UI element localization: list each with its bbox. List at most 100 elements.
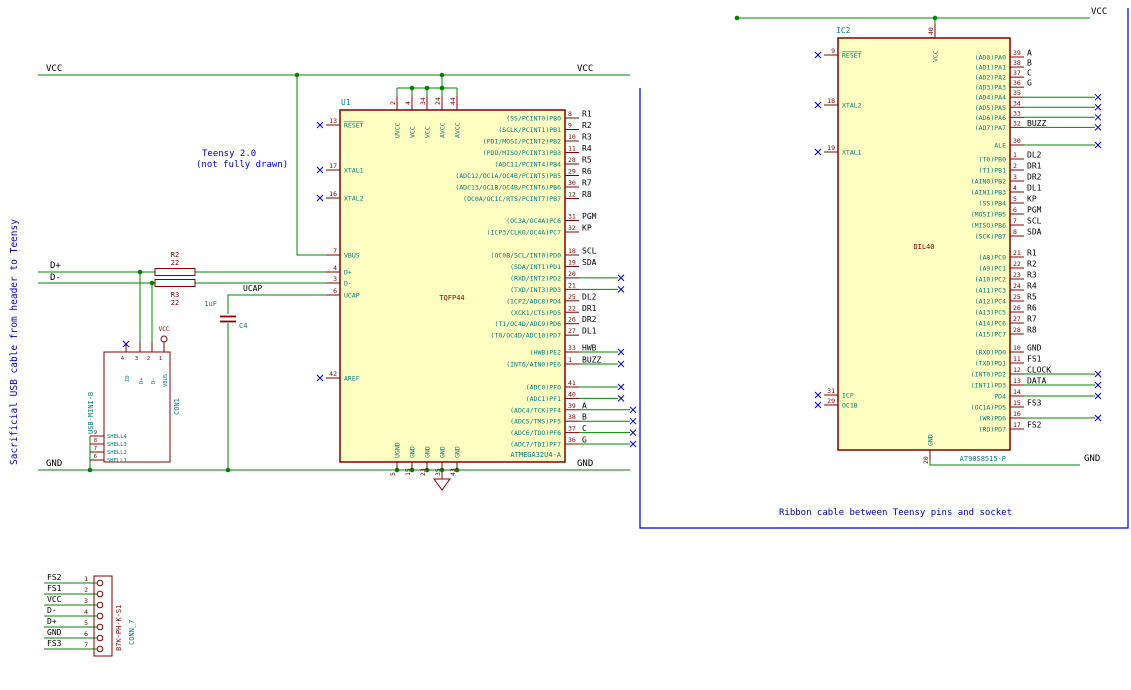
pin-number: 1 — [159, 356, 162, 362]
net-label: HWB — [582, 344, 597, 353]
pin-number: 2 — [1013, 162, 1017, 170]
net-label-dplus: D+ — [50, 261, 61, 271]
net-label: R1 — [582, 110, 592, 119]
pin-number: 30 — [568, 179, 576, 187]
net-label: B — [1027, 59, 1032, 68]
net-label: D+ — [47, 617, 57, 626]
component-ref: CON1 — [173, 398, 181, 415]
pin-name: (SS)PB4 — [979, 200, 1006, 208]
pin-number: 4 — [121, 356, 125, 362]
net-label: SDA — [1027, 228, 1042, 237]
pin-name: (MOSI)PB5 — [971, 211, 1006, 219]
component-value: ATMEGA32U4-A — [510, 451, 561, 459]
no-connect-x — [1094, 141, 1102, 149]
resistor-r2[interactable] — [154, 268, 196, 276]
no-connect-x — [1094, 392, 1102, 400]
pin-name: (A12)PC4 — [975, 298, 1006, 306]
net-label-gnd: GND — [577, 459, 593, 469]
pin-name: (TXD)PD1 — [975, 360, 1006, 368]
net-label: R3 — [1027, 271, 1037, 280]
net-label: R5 — [582, 156, 592, 165]
pin-number: 4 — [84, 608, 88, 616]
net-label: R3 — [582, 133, 592, 142]
conn7-body[interactable] — [93, 575, 113, 657]
pin-name: XTAL1 — [842, 149, 862, 157]
pin-name: (AIN0)PB2 — [971, 178, 1006, 186]
pin-name: (A15)PC7 — [975, 331, 1006, 339]
pin-number: 14 — [1013, 388, 1021, 396]
pin-name: VBUS — [163, 374, 169, 387]
pin-name: (MISO)PB6 — [971, 222, 1006, 230]
pin-name: (A14)PC6 — [975, 320, 1006, 328]
pin-name: VCC — [424, 126, 432, 138]
no-connect-x — [814, 51, 822, 59]
net-label-gnd: GND — [46, 459, 62, 469]
usb-connector-body[interactable] — [103, 351, 171, 463]
component-value: 22 — [171, 299, 179, 307]
net-label: VCC — [47, 595, 62, 604]
component-ref: R3 — [171, 291, 179, 299]
pin-number: 19 — [568, 258, 576, 266]
u1-body[interactable] — [339, 109, 566, 463]
no-connect-x — [1094, 381, 1102, 389]
component-ref: R2 — [171, 251, 179, 259]
pin-number: 9 — [831, 47, 835, 55]
pin-name: (HWB)PE2 — [530, 349, 561, 357]
pin-number: 18 — [827, 97, 835, 105]
pin-name: GND — [439, 446, 447, 458]
sheet-outline — [639, 8, 1129, 529]
net-label: A — [582, 401, 587, 410]
pin-number: 26 — [568, 316, 576, 324]
component-value: AT90S8515-P — [960, 455, 1006, 463]
pin-number: 1 — [84, 575, 88, 583]
resistor-r3[interactable] — [154, 279, 196, 287]
pin-number: 6 — [333, 287, 337, 295]
pin-number: 17 — [329, 162, 337, 170]
net-label: R4 — [1027, 282, 1037, 291]
pin-name: RESET — [842, 52, 862, 60]
pin-name: (AD6)PA6 — [975, 114, 1006, 122]
pin-number: 28 — [568, 156, 576, 164]
net-label: KP — [582, 224, 592, 233]
pin-name: (AD5)PA5 — [975, 104, 1006, 112]
pin-name: (T0)PB0 — [979, 156, 1006, 164]
pin-number: 35 — [1013, 89, 1021, 97]
pin-name: (TXD/INT3)PD3 — [510, 286, 561, 294]
pin-number: 1 — [568, 356, 572, 364]
pin-name: (RXD/INT2)PD2 — [510, 274, 561, 282]
pin-name: (XCK1/CTS)PD5 — [510, 309, 561, 317]
no-connect-x — [617, 395, 625, 402]
pin-number: 7 — [84, 641, 88, 649]
pin-number: 25 — [568, 293, 576, 301]
pin-name: GND — [927, 434, 935, 446]
note-sacrificial-cable: Sacrificial USB cable from header to Tee… — [9, 219, 20, 465]
pin-number: 13 — [329, 117, 337, 125]
pin-name: (SDA/INT1)PD1 — [510, 263, 561, 271]
pin-number: 12 — [568, 191, 576, 199]
pin-number: 27 — [568, 327, 576, 335]
pin-number: 5 — [84, 619, 88, 627]
capacitor-c4[interactable] — [220, 315, 236, 323]
net-label: PGM — [582, 212, 597, 221]
pin-number: 31 — [827, 387, 835, 395]
pin-name: D- — [344, 280, 352, 288]
net-label: DATA — [1027, 377, 1046, 386]
vcc-flag-symbol[interactable] — [160, 335, 168, 343]
pin-number: 9 — [94, 430, 97, 436]
no-connect-x — [629, 406, 637, 414]
pin-name: SHELL1 — [107, 458, 127, 464]
pin-number: 24 — [434, 97, 442, 105]
net-label: R2 — [582, 121, 592, 130]
pin-name: UVCC — [394, 122, 402, 138]
pin-number: 15 — [1013, 399, 1021, 407]
pin-number: 11 — [568, 145, 576, 153]
pin-name: UGND — [394, 442, 402, 458]
pin-name: (AD3)PA3 — [975, 84, 1006, 92]
ic2-body[interactable] — [837, 37, 1011, 451]
pin-name: OC1B — [842, 402, 858, 410]
pin-name: (ADC4/TCK)PF4 — [510, 406, 561, 414]
pin-number: 41 — [568, 379, 576, 387]
wires — [38, 17, 1090, 650]
pin-number: 11 — [1013, 355, 1021, 363]
